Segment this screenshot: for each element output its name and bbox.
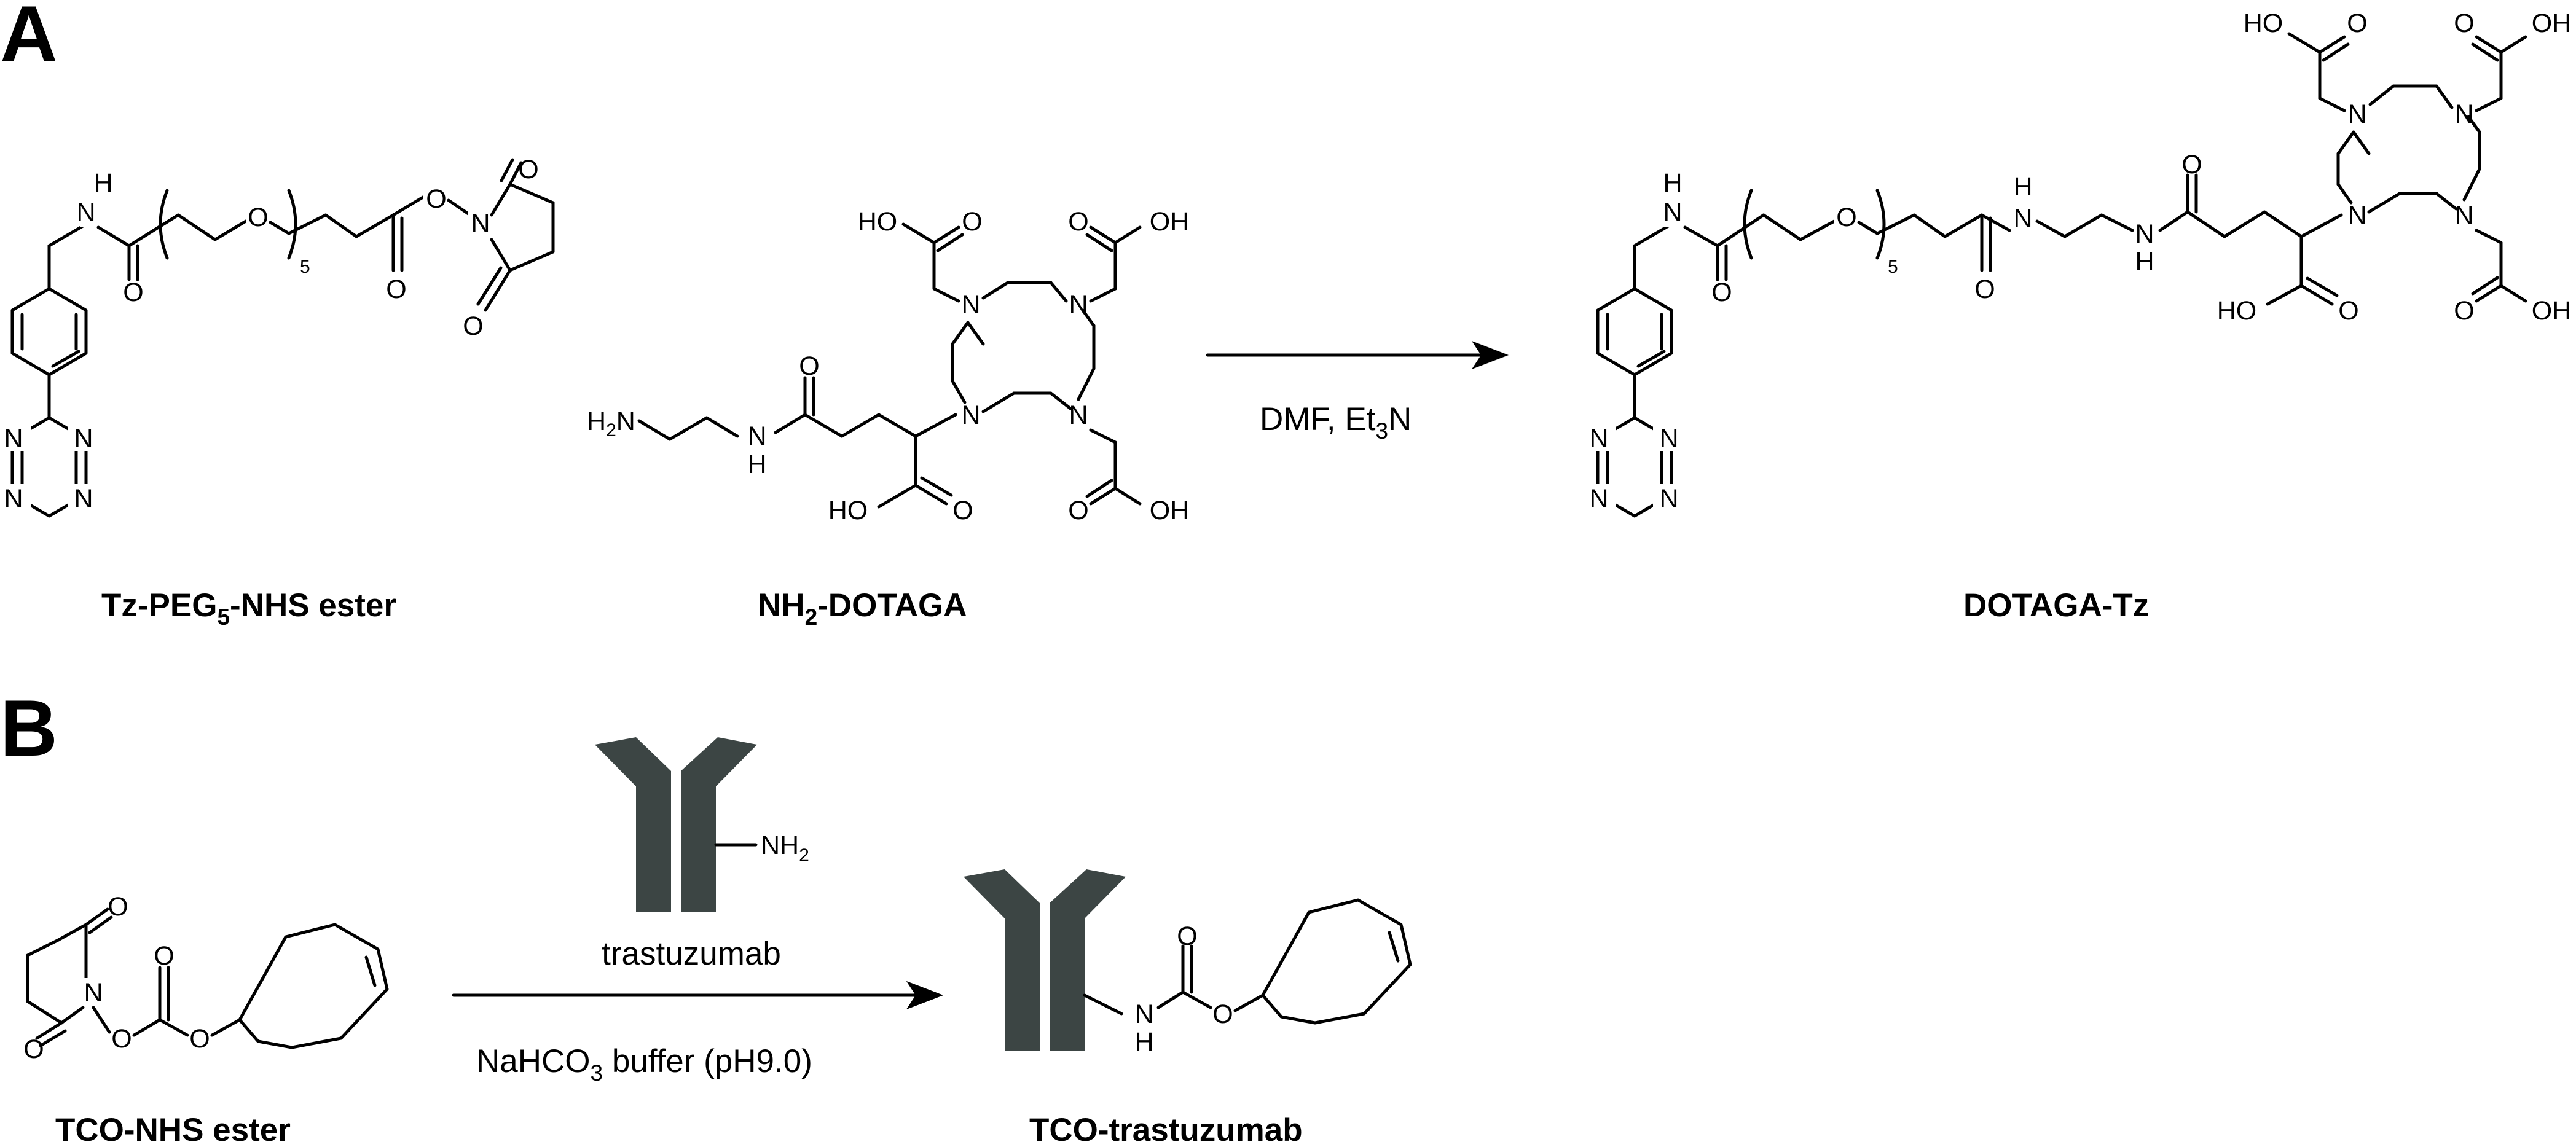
dotaga-acid-oh: HO: [828, 496, 868, 525]
dotaga-ul-oh: HO: [858, 207, 898, 237]
dotaga-tz-structure: N H O O 5 O N H N H O: [1589, 9, 2572, 518]
tz-n1: N: [74, 424, 93, 453]
prod-amide1-h: H: [1663, 168, 1682, 198]
tco-carbonate-o: O: [154, 941, 174, 971]
tco-nhs-o-bottom: O: [23, 1035, 44, 1064]
tz-amide-o: O: [123, 278, 143, 307]
cyclen-n3: N: [1069, 290, 1088, 319]
tco-nhs-n: N: [84, 978, 103, 1008]
nhs-n: N: [471, 209, 490, 238]
peg-repeat-count: 5: [300, 257, 310, 277]
tz-peg5-nhs-ester-structure: N H O O 5 O O N O: [4, 155, 555, 518]
prod-amide1-o: O: [1711, 278, 1732, 307]
prod-amide1-n: N: [1663, 198, 1682, 227]
prod-amide2-o: O: [1974, 275, 1995, 304]
prod-cyclen-n4: N: [2347, 100, 2366, 129]
tco-trastuzumab-structure: N H O O: [964, 869, 1412, 1057]
prod-ur-o: O: [2454, 9, 2474, 38]
prod-acid-o: O: [2338, 296, 2358, 326]
dotaga-ur-oh: OH: [1150, 207, 1190, 237]
prod-amide2-h: H: [2013, 172, 2032, 202]
tz-peg5-nhs-label: Tz-PEG5-NHS ester: [101, 587, 396, 630]
antibody-nh2: NH2: [761, 831, 809, 866]
prod-tz-n1: N: [1659, 424, 1678, 453]
tco-prod-n: N: [1134, 1000, 1153, 1029]
cyclen-n4: N: [961, 290, 980, 319]
dotaga-amide-h: H: [747, 450, 766, 479]
prod-tz-n2: N: [1589, 424, 1608, 453]
peg-o: O: [248, 203, 268, 232]
dotaga-ur-o: O: [1068, 207, 1088, 237]
tco-ring: [238, 923, 389, 1049]
tz-n2: N: [4, 424, 23, 453]
dotaga-acid-o: O: [952, 496, 973, 525]
tco-nhs-ester-structure: O N O O O O: [23, 892, 389, 1064]
tz-amide-h: H: [93, 168, 112, 198]
dotaga-lr-o: O: [1068, 496, 1088, 525]
dotaga-lr-oh: OH: [1150, 496, 1190, 525]
prod-amide3-n: N: [2135, 219, 2154, 249]
tco-nhs-o-top: O: [108, 892, 128, 922]
tco-nhs-label: TCO-NHS ester: [55, 1112, 291, 1147]
tco-trastuzumab-label: TCO-trastuzumab: [1029, 1112, 1303, 1147]
tz-n4: N: [74, 484, 93, 514]
prod-cyclen-n3: N: [2454, 100, 2473, 129]
dotaga-ul-o: O: [962, 207, 982, 237]
trastuzumab-label: trastuzumab: [602, 936, 781, 972]
prod-cyclen-n1: N: [2347, 201, 2366, 230]
prod-lr-o: O: [2454, 296, 2474, 326]
prod-tz-n3: N: [1589, 484, 1608, 514]
arrow-b: [452, 981, 943, 1009]
tz-amide-n: N: [76, 198, 95, 227]
prod-peg-repeat: 5: [1888, 257, 1898, 277]
prod-amide3-h: H: [2135, 247, 2154, 276]
tz-n3: N: [4, 484, 23, 514]
dotaga-tz-label: DOTAGA-Tz: [1963, 587, 2149, 624]
cyclen-n1: N: [961, 401, 980, 430]
prod-ur-oh: OH: [2532, 9, 2572, 38]
prod-ul-oh: HO: [2244, 9, 2283, 38]
panel-b-letter: B: [0, 683, 58, 773]
prod-amide2-n: N: [2013, 204, 2032, 233]
dotaga-amine: H2N: [587, 407, 635, 440]
tco-prod-h: H: [1134, 1027, 1153, 1057]
conditions-a: DMF, Et3N: [1260, 401, 1412, 444]
nh2-dotaga-label: NH2-DOTAGA: [758, 587, 967, 630]
panel-a-letter: A: [0, 0, 58, 79]
prod-lr-oh: OH: [2532, 296, 2572, 326]
tco-nhs-link-o: O: [111, 1024, 132, 1054]
dotaga-amide-o: O: [799, 351, 819, 381]
prod-tz-n4: N: [1659, 484, 1678, 514]
ester-carbonyl-o: O: [386, 275, 406, 304]
nh2-dotaga-structure: H2N N H O HO O N N N N: [587, 207, 1189, 525]
cyclen-n2: N: [1069, 401, 1088, 430]
nhs-o-top: O: [518, 155, 538, 184]
tco-prod-carbonyl-o: O: [1177, 922, 1197, 951]
ester-o: O: [426, 184, 446, 214]
tco-prod-ester-o: O: [1212, 1000, 1233, 1029]
prod-acid-oh: HO: [2217, 296, 2257, 326]
conditions-b: NaHCO3 buffer (pH9.0): [476, 1043, 812, 1086]
dotaga-amide-n: N: [747, 421, 766, 451]
prod-cyclen-n2: N: [2454, 201, 2473, 230]
tco-ester-o: O: [189, 1024, 210, 1054]
prod-amide3-o: O: [2181, 150, 2202, 179]
arrow-a: [1206, 341, 1509, 369]
nhs-o-bottom: O: [463, 311, 483, 341]
trastuzumab-antibody-icon: [595, 737, 758, 912]
prod-peg-o: O: [1836, 203, 1856, 232]
prod-ul-o: O: [2347, 9, 2367, 38]
